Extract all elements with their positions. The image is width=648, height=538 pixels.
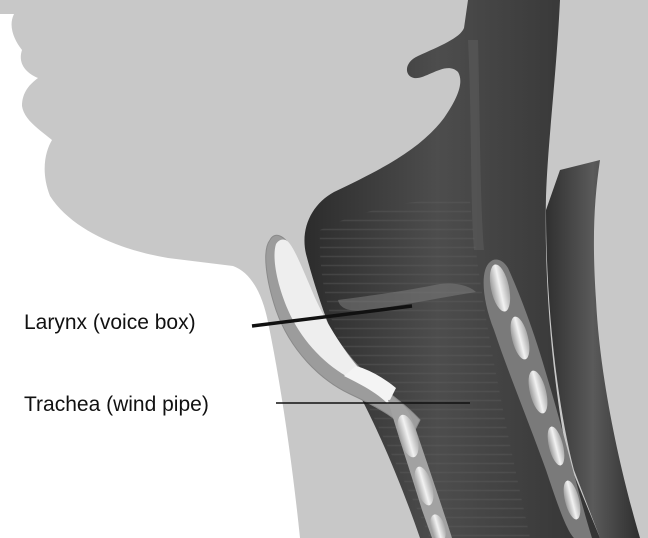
larynx-label: Larynx (voice box) [24,312,196,333]
trachea-label: Trachea (wind pipe) [24,394,209,415]
